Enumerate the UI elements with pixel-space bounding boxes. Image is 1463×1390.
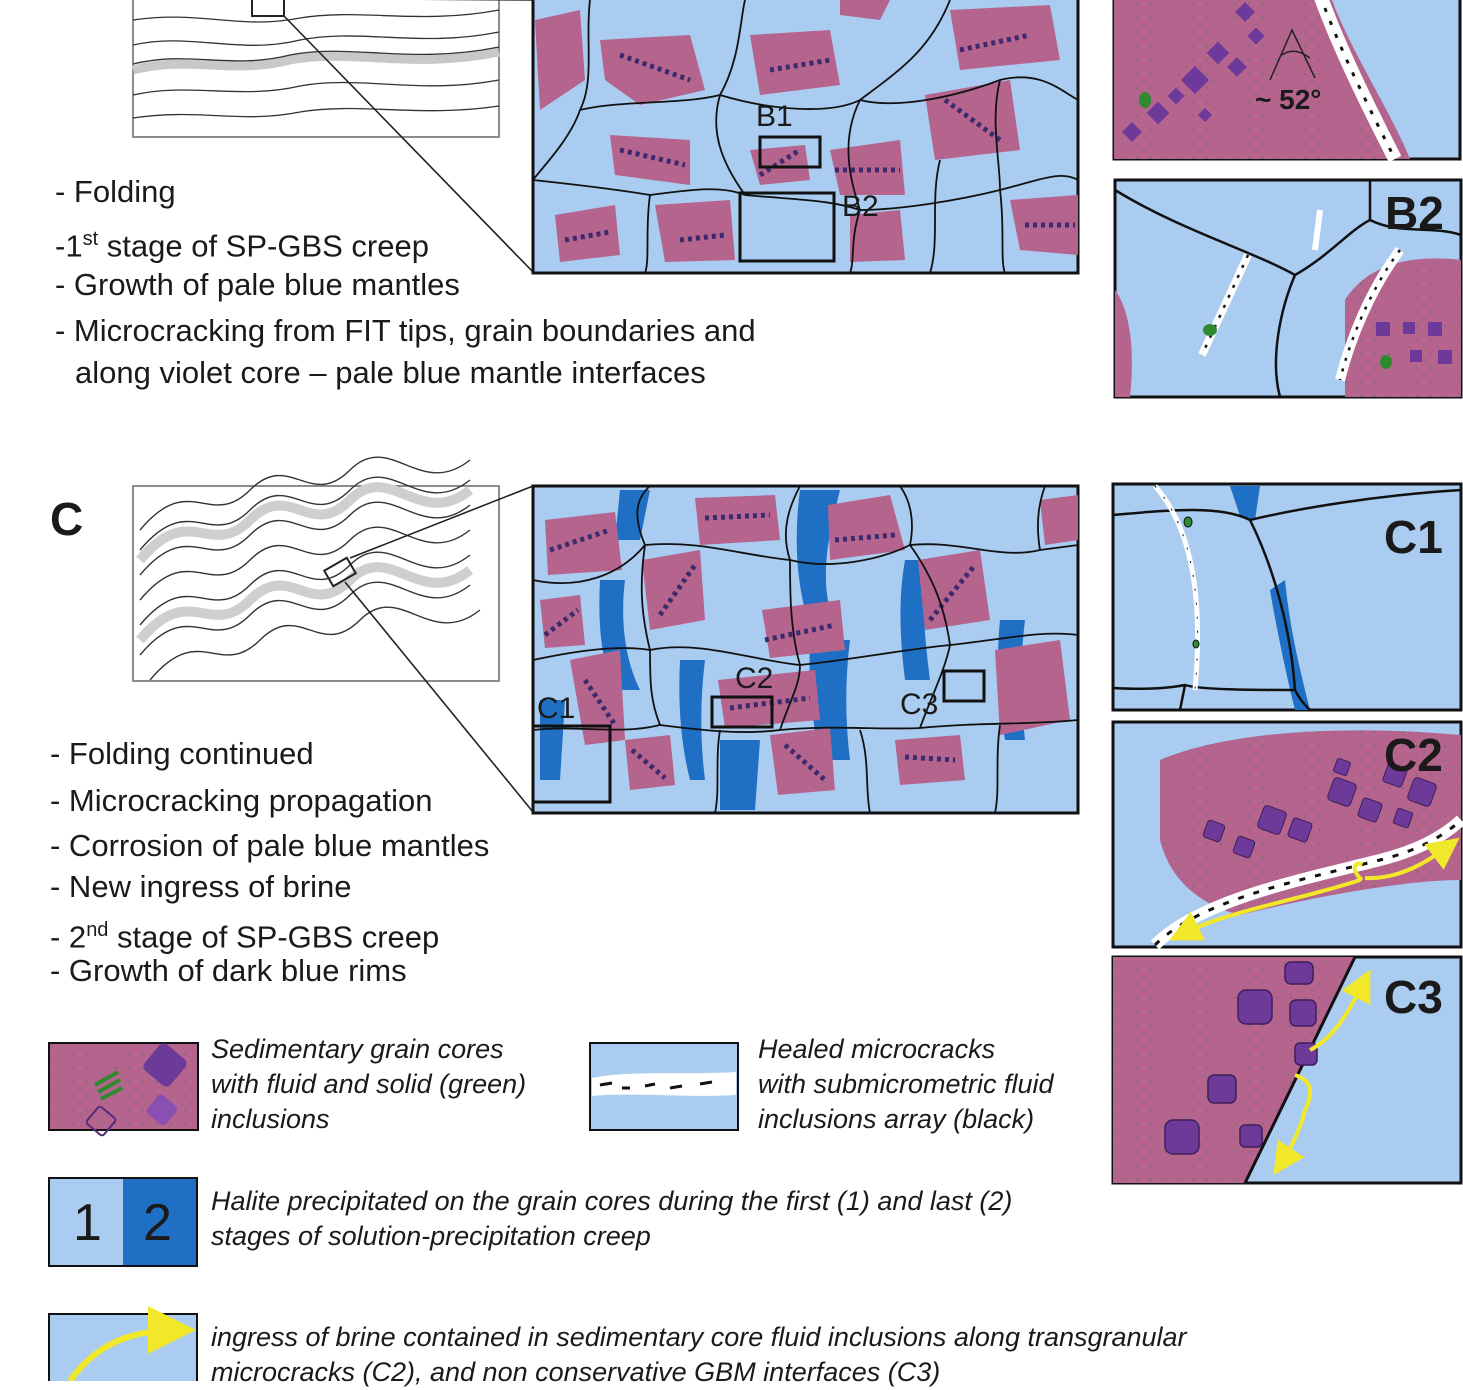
- angle-label: ~ 52°: [1255, 84, 1322, 115]
- bullet-b-folding: - Folding: [55, 174, 176, 209]
- bullet-c-microcracking: - Microcracking propagation: [50, 783, 433, 818]
- bullet-b-microcracking-cont: along violet core – pale blue mantle int…: [75, 355, 706, 390]
- inset-label-c3: C3: [1384, 971, 1443, 1023]
- inset-label-c1: C1: [1384, 511, 1443, 563]
- zoom-label-c1: C1: [537, 692, 576, 725]
- zoom-label-b2: B2: [842, 190, 879, 223]
- microstructure-panel-c: [531, 484, 1080, 815]
- zoom-label-c2: C2: [735, 662, 774, 695]
- bullet-c-brine: - New ingress of brine: [50, 869, 352, 904]
- inset-c3: [1111, 955, 1463, 1185]
- inset-c2: [1111, 720, 1463, 950]
- zoom-label-c3: C3: [900, 688, 939, 721]
- bullet-c-dark-rims: - Growth of dark blue rims: [50, 953, 407, 988]
- zoom-label-b1: B1: [756, 100, 793, 133]
- fold-sketch-c: [132, 456, 534, 813]
- bullet-c-sp-gbs-creep: - 2nd stage of SP-GBS creep: [50, 919, 440, 955]
- bullet-b-growth: - Growth of pale blue mantles: [55, 267, 460, 302]
- inset-label-c2: C2: [1384, 729, 1443, 781]
- microstructure-panel-b: [531, 0, 1080, 275]
- bullet-c-folding: - Folding continued: [50, 736, 314, 771]
- legend-microcracks-swatch: [589, 1042, 739, 1131]
- inset-c1: [1111, 482, 1463, 712]
- legend-cores-text: Sedimentary grain cores with fluid and s…: [211, 1034, 527, 1134]
- bullet-b-sp-gbs-creep: -1st stage of SP-GBS creep: [55, 228, 429, 264]
- inset-b2: [1113, 178, 1463, 399]
- bullet-b-microcracking: - Microcracking from FIT tips, grain bou…: [55, 313, 756, 348]
- inset-label-b2: B2: [1385, 187, 1444, 239]
- bullet-c-corrosion: - Corrosion of pale blue mantles: [50, 828, 490, 863]
- legend-brine-swatch: [48, 1306, 198, 1381]
- legend-brine-text: ingress of brine contained in sedimentar…: [211, 1322, 1187, 1387]
- section-letter-c: C: [50, 493, 84, 545]
- legend-cores-swatch: [48, 1042, 199, 1137]
- halite-number-1: 1: [73, 1194, 102, 1252]
- legend-halite-swatch: [48, 1177, 198, 1267]
- inset-b1: [1112, 0, 1462, 163]
- fold-sketch-b: [131, 0, 534, 273]
- legend-microcracks-text: Healed microcracks with submicrometric f…: [758, 1034, 1054, 1134]
- halite-number-2: 2: [143, 1194, 172, 1252]
- legend-halite-text: Halite precipitated on the grain cores d…: [211, 1186, 1013, 1251]
